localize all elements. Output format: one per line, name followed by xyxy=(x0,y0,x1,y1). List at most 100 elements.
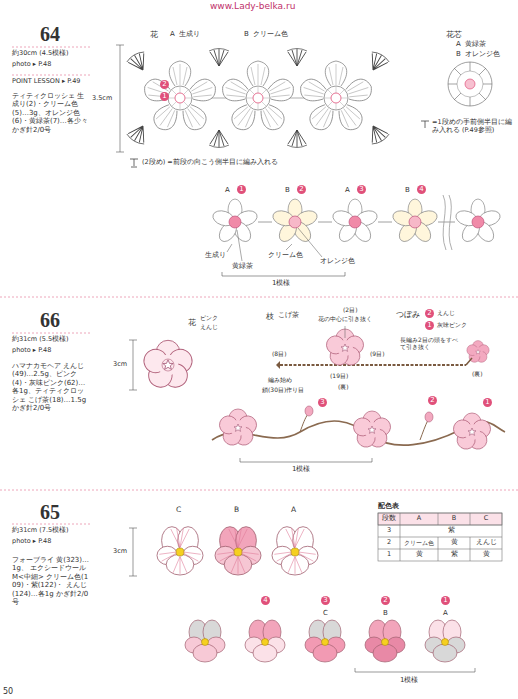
color-name: 灰味ピンク xyxy=(437,321,467,328)
table-cell: 1 xyxy=(378,551,400,559)
table-title: 配色表 xyxy=(378,502,399,510)
color-table xyxy=(378,513,502,561)
table-cell: A xyxy=(400,515,438,523)
stitch-symbol xyxy=(130,159,138,167)
dimension: 3cm xyxy=(113,361,127,369)
page-number: 50 xyxy=(3,687,13,697)
callout-number: 3 xyxy=(357,185,366,194)
callout-number: 2 xyxy=(381,596,390,605)
photo-ref: photo ▸ P.48 xyxy=(12,61,51,69)
repeat-label: 1模様 xyxy=(292,465,310,473)
separator xyxy=(0,47,518,524)
size-note: 約30cm (4.5模様) xyxy=(12,50,69,58)
dimension-line xyxy=(129,340,137,390)
callout-number: 1 xyxy=(483,398,492,407)
table-cell: 紫 xyxy=(438,551,470,559)
variant-letter: A xyxy=(170,30,175,38)
table-cell: 段数 xyxy=(378,515,400,523)
callout-number: 1 xyxy=(441,596,450,605)
color-name: 黄緑茶 xyxy=(232,263,253,271)
side-mark: (裏) xyxy=(338,383,349,390)
materials: ハマナカモヘア えんじ (49)…2.5g、ピンク (4)・灰味ピンク(62)…… xyxy=(12,362,90,412)
variant-letter: A xyxy=(443,609,448,617)
dimension: 3.5cm xyxy=(92,95,112,103)
callout-number: 2 xyxy=(160,80,169,89)
repeat-label: 1模様 xyxy=(272,279,290,287)
stitch-count: (9目) xyxy=(370,350,385,357)
table-cell: C xyxy=(470,515,502,523)
lesson-ref: POINT LESSON ▸ P.49 xyxy=(12,78,80,86)
part-name: 花 xyxy=(188,318,196,327)
watermark: www.Lady-belka.ru xyxy=(210,1,295,12)
callout-number: 4 xyxy=(417,185,426,194)
stitch-count: (8目) xyxy=(272,350,287,357)
table-cell: クリーム色 xyxy=(400,539,438,546)
pattern-number: 66 xyxy=(40,308,60,332)
materials: ティティクロッシェ 生成り(2)・クリーム色 (5)…3g、オレンジ色 (6)・… xyxy=(12,92,90,134)
materials: フォーブライ 黄(323)…1g、 エクシードウールM<中細> クリーム色(10… xyxy=(12,556,90,606)
finished-band xyxy=(185,620,465,662)
callout-number: 2 xyxy=(425,309,434,318)
photo-ref: photo ▸ P.48 xyxy=(12,538,51,546)
color-name: オレンジ色 xyxy=(320,258,355,266)
photo-ref: photo ▸ P.48 xyxy=(12,347,51,355)
table-cell: B xyxy=(438,515,470,523)
flower-center-chart xyxy=(448,62,492,106)
variant-letter: A xyxy=(291,505,296,514)
color-name: こげ茶 xyxy=(278,312,299,320)
table-cell: 黄 xyxy=(438,539,470,547)
variant-letter: B xyxy=(383,609,388,617)
variant-letter: C xyxy=(176,505,181,514)
stitch-symbol xyxy=(421,121,429,128)
size-note: 約31cm (7.5模様) xyxy=(12,527,69,535)
finished-band xyxy=(211,195,502,250)
variant-letter: B xyxy=(234,505,239,514)
note: 花の中心に引き抜く xyxy=(318,315,372,322)
variant-letter: C xyxy=(323,609,328,617)
callout-number: 2 xyxy=(297,185,306,194)
repeat-bracket xyxy=(240,458,372,462)
color-name: 黄緑茶 xyxy=(465,40,486,48)
variant-letter: A xyxy=(456,40,461,48)
callout-number: 3 xyxy=(318,398,327,407)
note: (2段め) =前段の向こう側半目に編み入れる xyxy=(142,159,278,167)
repeat-bracket xyxy=(222,272,345,276)
color-name: オレンジ色 xyxy=(465,50,500,58)
note: 長編み2目の頭をすべて引き抜く xyxy=(400,336,462,350)
note: =1段めの手前側半目に編み入れる (P.49参照) xyxy=(432,119,514,135)
variant-letter: A xyxy=(225,186,230,194)
side-mark: (裏) xyxy=(472,370,483,377)
variant-letter: B xyxy=(405,186,410,194)
color-name: クリーム色 xyxy=(268,252,303,260)
variant-letter: A xyxy=(345,186,350,194)
callout-number: 2 xyxy=(428,396,437,405)
table-cell: 黄 xyxy=(470,551,502,559)
note: 鎖(30目)作り目 xyxy=(262,386,304,393)
callout-number: 1 xyxy=(237,185,246,194)
callout-number: 3 xyxy=(321,596,330,605)
pansy-chart xyxy=(157,527,318,575)
color-name: えんじ xyxy=(200,323,218,330)
leader-line xyxy=(227,228,322,261)
table-cell: 黄 xyxy=(400,551,438,559)
color-name: 生成り xyxy=(179,30,200,38)
color-name: ピンク xyxy=(200,314,218,321)
finished-band xyxy=(212,406,505,453)
motif-chart xyxy=(126,49,391,148)
table-cell: えんじ xyxy=(470,539,502,547)
repeat-bracket xyxy=(355,668,475,672)
part-name: 花芯 xyxy=(446,30,462,39)
table-cell: 紫 xyxy=(400,527,502,535)
callout-number: 1 xyxy=(160,92,169,101)
flower-chart xyxy=(141,340,195,392)
branch-chart xyxy=(276,326,491,369)
variant-letter: B xyxy=(244,30,249,38)
dimension-line xyxy=(129,528,137,576)
dimension: 3cm xyxy=(113,548,127,556)
note: 編み始め xyxy=(268,376,292,383)
repeat-label: 1模様 xyxy=(400,676,418,684)
callout-number: 1 xyxy=(425,321,434,330)
part-name: つぼみ xyxy=(396,310,420,319)
stitch-count: (19目) xyxy=(330,372,348,379)
